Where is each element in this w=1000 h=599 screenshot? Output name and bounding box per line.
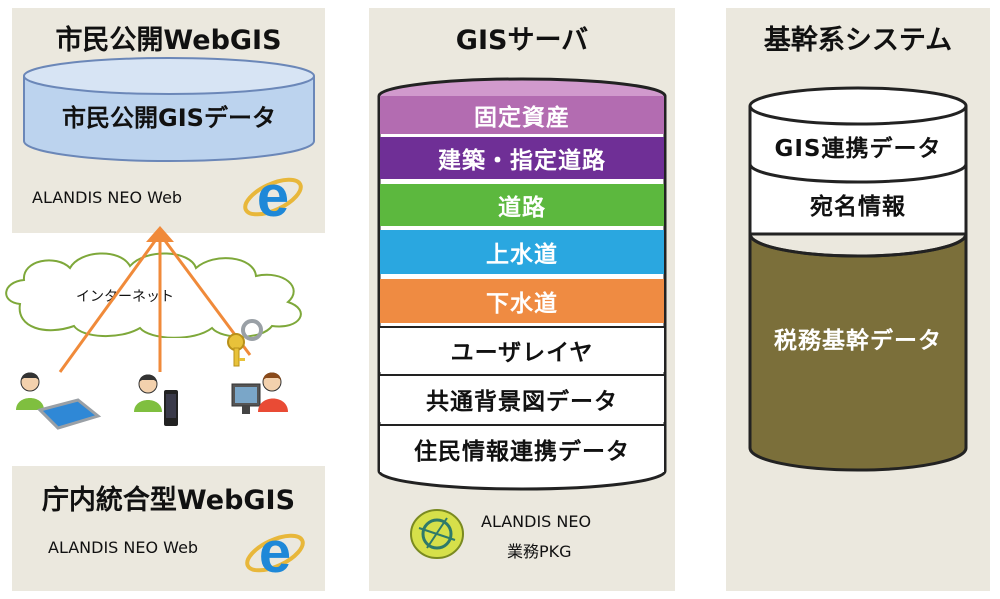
user-phone-icon (134, 374, 178, 426)
core-system-title: 基幹系システム (763, 25, 953, 56)
internal-webgis-panel: 庁内統合型WebGIS ALANDIS NEO Web e (12, 466, 325, 591)
svg-text:e: e (259, 522, 291, 584)
core-layer-gis-link: GIS連携データ (774, 136, 942, 162)
alandis-product-line1: ALANDIS NEO (481, 512, 592, 531)
alandis-product-line2: 業務PKG (507, 542, 572, 561)
core-system-database (748, 86, 968, 472)
internal-webgis-title: 庁内統合型WebGIS (41, 485, 296, 516)
public-webgis-title: 市民公開WebGIS (55, 25, 282, 56)
layer-common-background: 共通背景図データ (380, 374, 664, 422)
public-client-label: ALANDIS NEO Web (32, 188, 183, 207)
public-gis-data-label: 市民公開GISデータ (62, 104, 276, 132)
core-system-panel: 基幹系システム GIS連携データ 宛名情報 税務基幹データ (726, 8, 990, 591)
user-pc-icon (231, 372, 288, 414)
layer-fixed-assets: 固定資産 (380, 96, 664, 134)
internet-explorer-icon: e (245, 522, 305, 584)
layer-sewerage: 下水道 (380, 279, 664, 323)
public-gis-database (23, 57, 315, 162)
public-webgis-panel: 市民公開WebGIS 市民公開GISデータ ALANDIS NEO Web e (12, 8, 325, 233)
core-layer-tax-data: 税務基幹データ (774, 328, 942, 354)
internet-explorer-icon: e (243, 166, 303, 228)
gis-server-title: GISサーバ (455, 25, 589, 56)
key-icon (227, 319, 263, 367)
alandis-logo-icon (410, 509, 464, 559)
gis-server-panel: GISサーバ 固定資産 建築・指定道路 道路 上水道 下水道 ユーザレイヤ 共通… (369, 8, 675, 591)
layer-resident-info: 住民情報連携データ (380, 424, 664, 472)
layer-building-roads: 建築・指定道路 (380, 137, 664, 179)
core-layer-address-info: 宛名情報 (810, 194, 906, 220)
layer-user-layer: ユーザレイヤ (380, 326, 664, 372)
layer-water-supply: 上水道 (380, 230, 664, 274)
internet-cloud (5, 252, 302, 338)
internal-client-label: ALANDIS NEO Web (48, 538, 199, 557)
user-tablet-icon (16, 372, 102, 430)
svg-text:e: e (257, 166, 289, 228)
internet-label: インターネット (76, 289, 174, 305)
layer-roads: 道路 (380, 184, 664, 226)
